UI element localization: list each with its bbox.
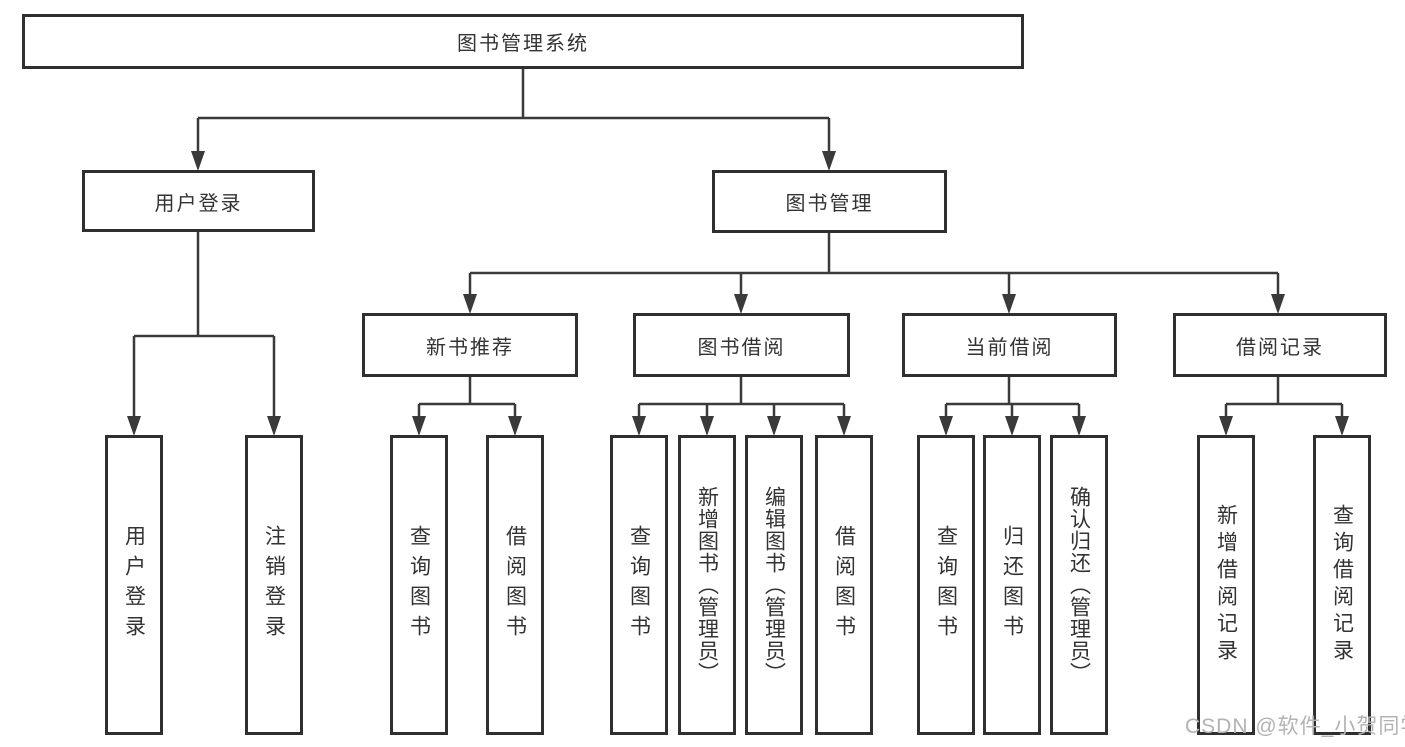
node-book-borrowing: 图书借阅: [633, 313, 850, 377]
leaf-query-books-borrowing: 查询图书: [610, 435, 668, 735]
leaf-confirm-return-admin: 确认归还（管理员）: [1050, 435, 1108, 735]
node-label: 新增借阅记录: [1214, 504, 1238, 666]
node-label: 查询图书: [627, 525, 651, 645]
node-label: 确认归还（管理员）: [1067, 486, 1091, 684]
node-new-book-recommendation: 新书推荐: [362, 313, 578, 377]
leaf-logout: 注销登录: [245, 435, 303, 735]
leaf-query-books-recommend: 查询图书: [390, 435, 448, 735]
leaf-query-books-current: 查询图书: [917, 435, 975, 735]
node-label: 借阅图书: [832, 525, 856, 645]
leaf-user-login: 用户登录: [105, 435, 163, 735]
node-current-borrowing: 当前借阅: [902, 313, 1117, 377]
node-library-management-system: 图书管理系统: [22, 14, 1024, 69]
node-label: 归还图书: [1000, 525, 1024, 645]
leaf-return-books: 归还图书: [983, 435, 1041, 735]
node-label: 借阅记录: [1236, 336, 1324, 359]
node-label: 借阅图书: [503, 525, 527, 645]
leaf-borrow-books-recommend: 借阅图书: [486, 435, 544, 735]
node-label: 新增图书（管理员）: [695, 486, 719, 684]
leaf-borrow-books-borrowing: 借阅图书: [815, 435, 873, 735]
node-label: 用户登录: [154, 192, 243, 215]
node-label: 图书管理系统: [457, 33, 589, 55]
node-label: 查询图书: [934, 525, 958, 645]
node-label: 图书管理: [785, 193, 874, 215]
node-user-login: 用户登录: [82, 170, 315, 232]
leaf-add-borrow-record: 新增借阅记录: [1197, 435, 1255, 735]
node-label: 新书推荐: [426, 336, 514, 359]
leaf-edit-book-admin: 编辑图书（管理员）: [745, 435, 803, 735]
node-label: 注销登录: [262, 525, 286, 645]
node-label: 图书借阅: [697, 336, 786, 359]
node-label: 查询借阅记录: [1330, 504, 1354, 666]
node-label: 用户登录: [122, 525, 146, 645]
node-label: 当前借阅: [965, 336, 1054, 359]
watermark-text: CSDN @软件_小贺同学: [1185, 715, 1405, 738]
leaf-add-book-admin: 新增图书（管理员）: [678, 435, 736, 735]
node-label: 查询图书: [407, 525, 431, 645]
node-label: 编辑图书（管理员）: [762, 486, 786, 684]
node-borrowing-records: 借阅记录: [1173, 313, 1387, 377]
leaf-query-borrow-record: 查询借阅记录: [1313, 435, 1371, 735]
node-book-management: 图书管理: [712, 170, 947, 233]
